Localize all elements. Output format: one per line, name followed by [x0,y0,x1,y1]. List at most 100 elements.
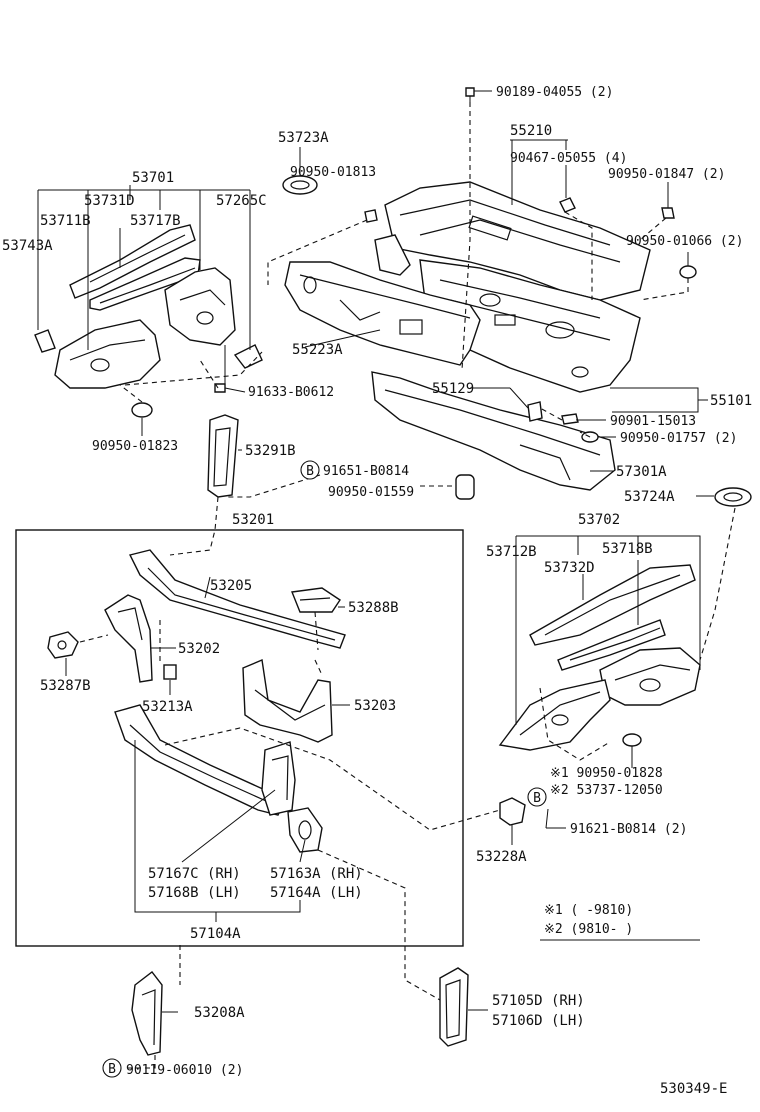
bracket-53208A [131,971,163,1056]
label-90950-01847: 90950-01847 (2) [608,167,725,182]
label-55101: 55101 [710,393,752,409]
label-90950-01559: 90950-01559 [328,485,414,500]
label-90950-01066: 90950-01066 (2) [626,234,743,249]
note-1: ※1 ( -9810) [544,903,633,918]
brace-57163A [287,807,323,853]
bracket-53288B [291,587,341,613]
dash-panel-upper-55210 [374,181,651,301]
label-91621: 91621-B0814 (2) [570,822,687,837]
label-57106D: 57106D (LH) [492,1013,585,1029]
label-53702: 53702 [578,512,620,528]
plug-90950-01828 [622,733,642,747]
brace-57167C [261,741,296,816]
hole-plug-53723A [282,175,318,195]
label-53711B: 53711B [40,213,91,229]
cowl-lower-57301A [371,371,616,491]
plug-90950-01847 [661,207,675,219]
label-91633: 91633-B0612 [248,385,334,400]
bracket-53743A [34,329,56,353]
bracket-53228A [499,797,526,826]
apron-reinforcement-53718B [529,564,696,646]
b-marker-3: B [102,1058,122,1078]
bracket-small-left [233,344,263,369]
apron-member-53712B [599,647,701,706]
label-53287B: 53287B [40,678,91,694]
label-55210: 55210 [510,123,552,139]
apron-lower-53701 [54,319,161,389]
label-57163A: 57163A (RH) [270,866,363,882]
label-53291B: 53291B [245,443,296,459]
label-90119: 90119-06010 (2) [126,1063,243,1078]
plug-53724A [714,487,752,507]
label-90901: 90901-15013 [610,414,696,429]
part-labels: 90189-04055 (2) 55210 90467-05055 (4) 90… [2,85,752,1097]
radiator-support-upper-53205 [128,549,346,649]
label-90189: 90189-04055 (2) [496,85,613,100]
bolt-90189-04055 [465,87,475,102]
label-53724A: 53724A [624,489,675,505]
label-55223A: 55223A [292,342,343,358]
label-53202: 53202 [178,641,220,657]
label-53717B: 53717B [130,213,181,229]
svg-text:B: B [108,1062,116,1077]
label-90950-01828: ※1 90950-01828 [550,766,663,781]
label-90950-01757: 90950-01757 (2) [620,431,737,446]
label-57168B: 57168B (LH) [148,885,241,901]
plug-90950-01823 [131,402,153,418]
label-53228A: 53228A [476,849,527,865]
label-53743A: 53743A [2,238,53,254]
label-53701: 53701 [132,170,174,186]
label-57104A: 57104A [190,926,241,942]
label-53288B: 53288B [348,600,399,616]
b-marker-2: B [527,787,547,807]
apron-upper-53732D [557,619,666,671]
bracket-53202 [104,594,153,683]
label-53208A: 53208A [194,1005,245,1021]
label-57265C: 57265C [216,193,267,209]
label-53723A: 53723A [278,130,329,146]
bolt-90467-05055 [559,197,576,213]
label-53205: 53205 [210,578,252,594]
label-57164A: 57164A (LH) [270,885,363,901]
note-2: ※2 (9810- ) [544,922,633,937]
label-53712B: 53712B [486,544,537,560]
bolt-91633-B0612 [214,383,226,393]
label-57301A: 57301A [616,464,667,480]
small-bracket-55129 [527,401,543,422]
dashed-leaders [79,102,736,1069]
plate-53213A [163,664,177,680]
b-marker-1: B [300,460,320,480]
plug-90950-01559 [455,474,475,500]
apron-brace-57265C [164,267,236,346]
plug-90950-01066 [679,265,697,279]
label-53737: ※2 53737-12050 [550,783,663,798]
diagram-id: 530349-E [660,1081,727,1097]
label-57105D: 57105D (RH) [492,993,585,1009]
bracket-53291B [207,414,239,498]
bracket-53287B [47,631,79,659]
support-53203 [242,659,333,743]
label-90467: 90467-05055 (4) [510,151,627,166]
label-53718B: 53718B [602,541,653,557]
panel-57105D [439,967,469,1047]
dash-panel-main-55101 [419,259,641,393]
label-53213A: 53213A [142,699,193,715]
label-90950-01813: 90950-01813 [290,165,376,180]
clip-90901-15013 [561,413,579,425]
label-53732D: 53732D [544,560,595,576]
label-90950-01823: 90950-01823 [92,439,178,454]
group-frame-53201 [15,529,464,947]
label-57167C: 57167C (RH) [148,866,241,882]
svg-text:B: B [533,791,541,806]
hole-plug-90950-01813 [364,209,378,223]
svg-text:B: B [306,464,314,479]
label-53201: 53201 [232,512,274,528]
label-53731D: 53731D [84,193,135,209]
dash-panel-insulator-55223A [284,261,481,366]
label-53203: 53203 [354,698,396,714]
label-91651: 91651-B0814 [323,464,409,479]
apron-lower-53702 [498,679,611,751]
label-55129: 55129 [432,381,474,397]
apron-reinforcement-53731D [69,224,196,299]
